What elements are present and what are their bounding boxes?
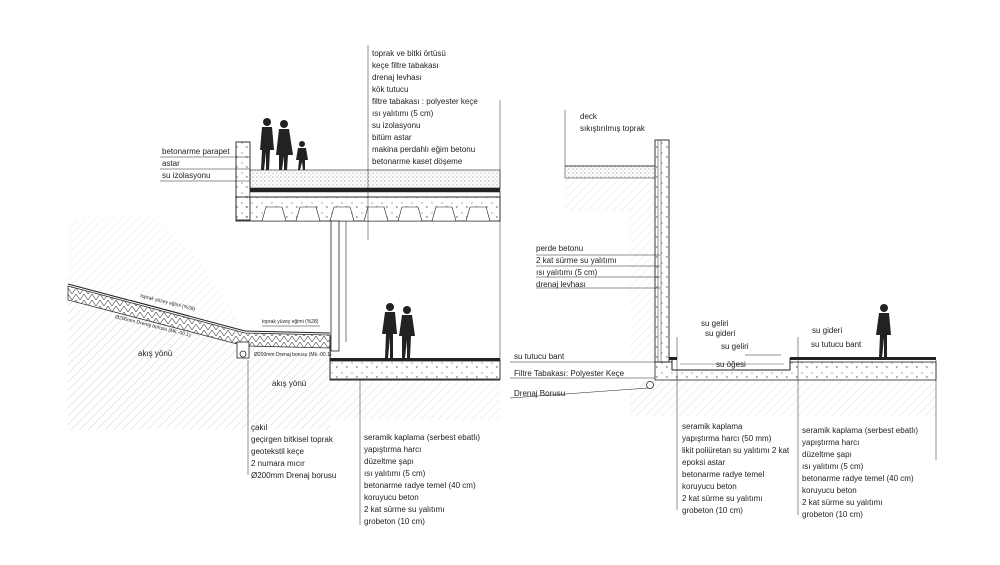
- right-soil-hatch: [565, 178, 655, 360]
- left-ground-hatch: [68, 300, 330, 430]
- floor-layer: koruyucu beton: [364, 493, 419, 502]
- pool-layer: seramik kaplama: [682, 422, 743, 431]
- floor-layer: grobeton (10 cm): [364, 517, 425, 526]
- people-roof: [260, 118, 308, 170]
- wall-layer-label: drenaj levhası: [536, 280, 586, 289]
- right-section: deck sıkıştırılmış toprak perde betonu 2…: [509, 110, 937, 519]
- floor-layer: 2 kat sürme su yalıtımı: [802, 498, 882, 507]
- floor-layer: koruyucu beton: [802, 486, 857, 495]
- roof-layer: toprak ve bitki örtüsü: [372, 49, 446, 58]
- drain-label-2: Ø200mm Drenaj borusu (Mk.-00.1): [254, 352, 332, 358]
- water-labels: su geliri su gideri su geliri su öğesi s…: [701, 319, 862, 369]
- floor-layer: betonarme radye temel (40 cm): [364, 481, 476, 490]
- roof-layer: drenaj levhası: [372, 73, 422, 82]
- pool-layer: epoksi astar: [682, 458, 725, 467]
- drain-pipe-label: Drenaj Borusu: [514, 389, 565, 398]
- wall-layer-label: perde betonu: [536, 244, 583, 253]
- floor-layer: 2 kat sürme su yalıtımı: [364, 505, 444, 514]
- compacted-soil-label: sıkıştırılmış toprak: [580, 124, 646, 133]
- floor-layer: yapıştırma harcı: [364, 445, 421, 454]
- drain-layer-labels: çakıl geçirgen bitkisel toprak geoteksti…: [251, 423, 336, 480]
- water-label: su öğesi: [716, 360, 746, 369]
- right-floor-labels: seramik kaplama (serbest ebatlı) yapıştı…: [802, 426, 918, 519]
- floor-layer: betonarme radye temel (40 cm): [802, 474, 914, 483]
- pool-layer: likit poliüretan su yalıtımı 2 kat: [682, 446, 790, 455]
- pool-layer: koruyucu beton: [682, 482, 737, 491]
- slope-flat-line: [244, 330, 331, 334]
- left-leaders: [160, 45, 501, 525]
- column: [330, 220, 340, 352]
- pool-layer: 2 kat sürme su yalıtımı: [682, 494, 762, 503]
- left-floor-labels: seramik kaplama (serbest ebatlı) yapıştı…: [364, 433, 480, 526]
- drain-layer: 2 numara mıcır: [251, 459, 305, 468]
- floor-layer: yapıştırma harcı: [802, 438, 859, 447]
- drain-layer: Ø200mm Drenaj borusu: [251, 471, 336, 480]
- pool-layer-labels: seramik kaplama yapıştırma harcı (50 mm)…: [682, 422, 790, 515]
- floor-layer: ısı yalıtımı (5 cm): [802, 462, 864, 471]
- right-floor-finish: [790, 357, 936, 360]
- roof-layer-labels: toprak ve bitki örtüsü keçe filtre tabak…: [372, 49, 478, 166]
- left-section: toprak yüzey eğimi (%28) toprak yüzey eğ…: [67, 45, 501, 526]
- floor-layer: seramik kaplama (serbest ebatlı): [802, 426, 918, 435]
- pool-edge-finish: [669, 357, 677, 360]
- roof-layer: filtre tabakası : polyester keçe: [372, 97, 478, 106]
- flow-label-1: akış yönü: [138, 349, 172, 358]
- roof-soil: [249, 169, 501, 189]
- roof-layer: makina perdahlı eğim betonu: [372, 145, 475, 154]
- deck-label: deck: [580, 112, 598, 121]
- slope-top-line: [67, 283, 246, 332]
- people-interior: [382, 303, 415, 358]
- roof-layer: betonarme kaset döşeme: [372, 157, 463, 166]
- water-label: su geliri: [701, 319, 729, 328]
- water-label: su tutucu bant: [811, 340, 862, 349]
- drain-pipe-right: [646, 381, 654, 389]
- floor-layer: düzeltme şapı: [364, 457, 414, 466]
- roof-layer: kök tutucu: [372, 85, 408, 94]
- slope-label-2: toprak yüzey eğimi (%28): [262, 319, 319, 325]
- roof-layer: bitüm astar: [372, 133, 412, 142]
- right-topsoil: [564, 165, 656, 179]
- roof-layer: ısı yalıtımı (5 cm): [372, 109, 434, 118]
- left-floor-hatch: [330, 380, 500, 420]
- filter-layer-label: Filtre Tabakası: Polyester Keçe: [514, 369, 625, 378]
- roof-insulation: [249, 191, 501, 198]
- floor-layer: ısı yalıtımı (5 cm): [364, 469, 426, 478]
- left-floor-finish: [330, 358, 500, 361]
- water-label: su geliri: [721, 342, 749, 351]
- pool-layer: grobeton (10 cm): [682, 506, 743, 515]
- slope-arrow-line: [129, 299, 191, 317]
- wall-layer-label: ısı yalıtımı (5 cm): [536, 268, 598, 277]
- drain-layer: geotekstil keçe: [251, 447, 304, 456]
- flow-label-2: akış yönü: [272, 379, 306, 388]
- pool-layer: yapıştırma harcı (50 mm): [682, 434, 772, 443]
- astar-label: astar: [162, 159, 180, 168]
- person-right: [876, 304, 891, 358]
- water-label: su gideri: [705, 329, 735, 338]
- pool-layer: betonarme radye temel: [682, 470, 764, 479]
- roof-layer: su izolasyonu: [372, 121, 420, 130]
- water-label: su gideri: [812, 326, 842, 335]
- water-stop-label: su tutucu bant: [514, 352, 565, 361]
- drain-layer: çakıl: [251, 423, 268, 432]
- izolasyon-label: su izolasyonu: [162, 171, 210, 180]
- wall-layer-label: 2 kat sürme su yalıtımı: [536, 256, 616, 265]
- floor-layer: grobeton (10 cm): [802, 510, 863, 519]
- retaining-wall: [654, 139, 670, 363]
- right-base-hatch: [630, 380, 936, 416]
- drain-pipe-left: [239, 350, 247, 358]
- roof-membrane: [250, 188, 500, 192]
- left-upper-hatch: [68, 215, 245, 330]
- roof-layer: keçe filtre tabakası: [372, 61, 439, 70]
- floor-layer: seramik kaplama (serbest ebatlı): [364, 433, 480, 442]
- right-leaders: [509, 110, 937, 515]
- parapet-label: betonarme parapet: [162, 147, 230, 156]
- left-floor-slab: [329, 360, 501, 380]
- drain-layer: geçirgen bitkisel toprak: [251, 435, 334, 444]
- roof-coffers: [261, 206, 491, 222]
- floor-layer: düzeltme şapı: [802, 450, 852, 459]
